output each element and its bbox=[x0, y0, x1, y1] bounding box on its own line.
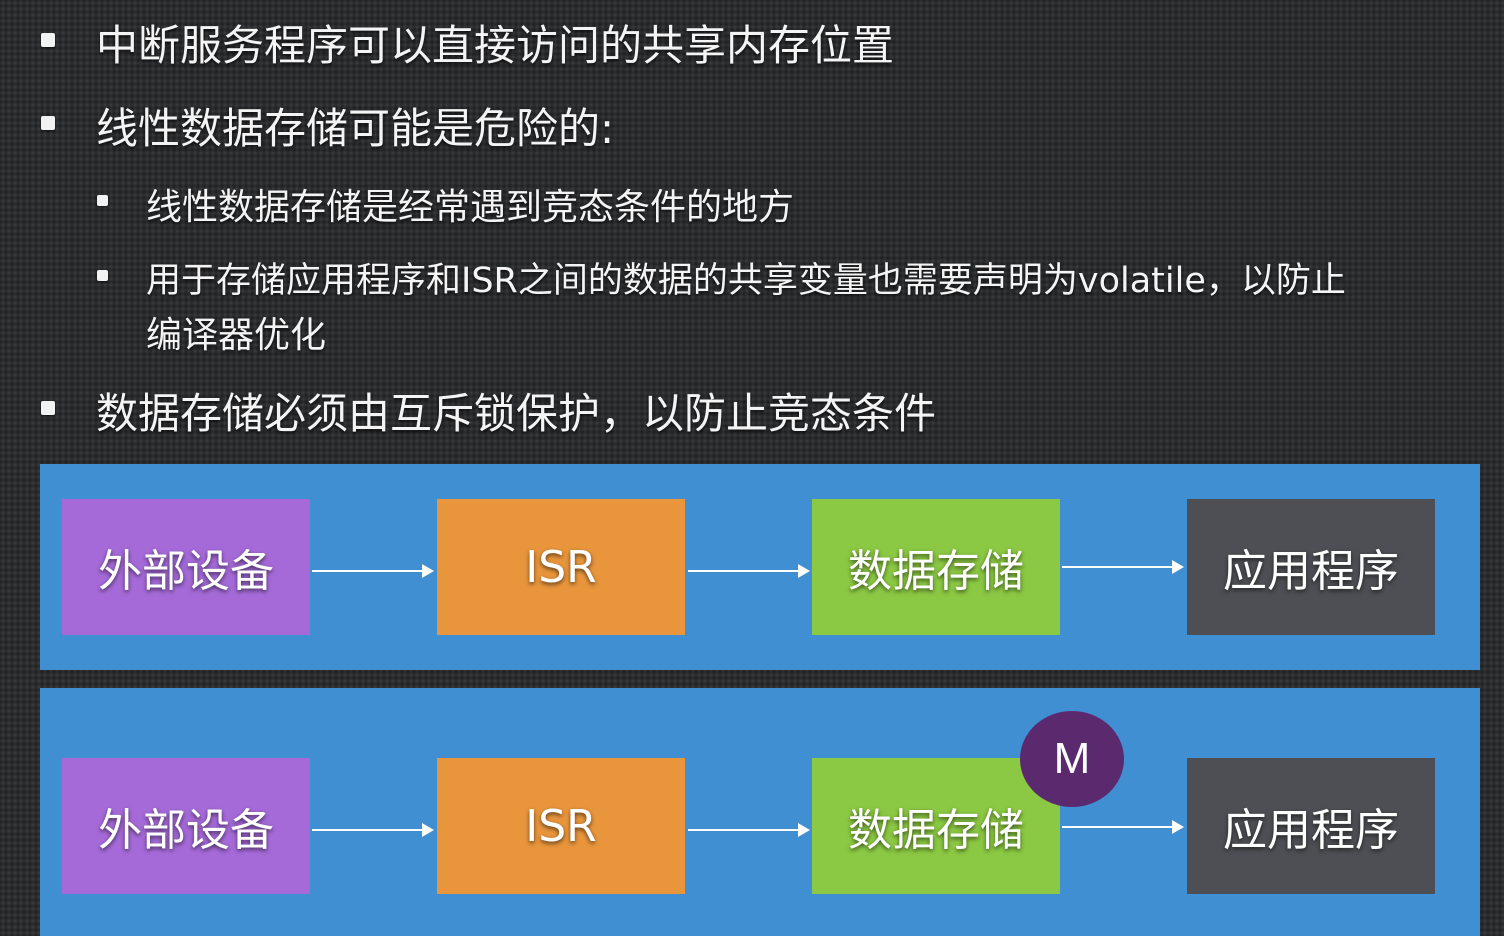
isr-box: ISR bbox=[437, 758, 685, 894]
application-box: 应用程序 bbox=[1187, 758, 1435, 894]
data-store-box: 数据存储 bbox=[812, 758, 1060, 894]
application-box: 应用程序 bbox=[1187, 499, 1435, 635]
sub-bullet-icon bbox=[97, 270, 108, 281]
arrow-isr-to-store bbox=[688, 823, 810, 837]
sub-bullet-text-2: 用于存储应用程序和ISR之间的数据的共享变量也需要声明为volatile，以防止 bbox=[146, 261, 1346, 301]
sub-bullet-icon bbox=[97, 195, 108, 206]
mutex-badge: M bbox=[1020, 711, 1124, 807]
bullet-icon bbox=[41, 33, 55, 47]
external-device-box: 外部设备 bbox=[62, 499, 310, 635]
arrow-store-to-app bbox=[1062, 560, 1184, 574]
isr-box: ISR bbox=[437, 499, 685, 635]
bullet-text-3: 数据存储必须由互斥锁保护，以防止竞态条件 bbox=[96, 389, 937, 438]
bullet-text-1: 中断服务程序可以直接访问的共享内存位置 bbox=[96, 21, 895, 70]
bullet-text-2: 线性数据存储可能是危险的: bbox=[96, 104, 615, 153]
sub-bullet-text-1: 线性数据存储是经常遇到竞态条件的地方 bbox=[146, 187, 795, 228]
arrow-device-to-isr bbox=[312, 564, 434, 578]
arrow-store-to-app bbox=[1062, 820, 1184, 834]
external-device-box: 外部设备 bbox=[62, 758, 310, 894]
bullet-icon bbox=[41, 116, 55, 130]
arrow-device-to-isr bbox=[312, 823, 434, 837]
sub-bullet-text-2-cont: 编译器优化 bbox=[146, 315, 327, 356]
data-store-box: 数据存储 bbox=[812, 499, 1060, 635]
bullet-icon bbox=[41, 401, 55, 415]
arrow-isr-to-store bbox=[688, 564, 810, 578]
